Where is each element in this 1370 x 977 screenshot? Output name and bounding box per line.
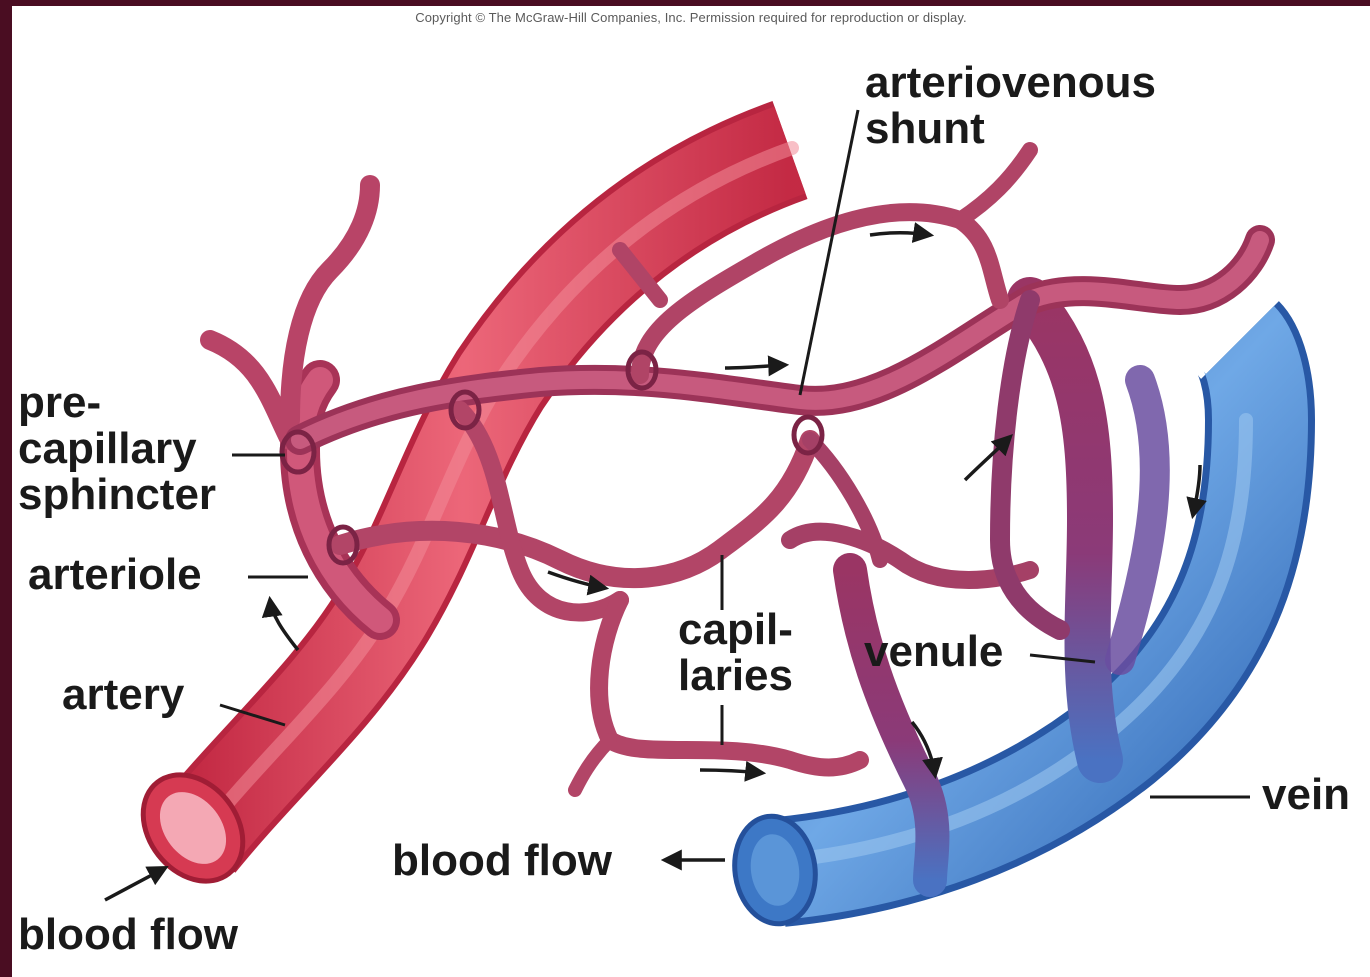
arrow-icon <box>105 868 165 900</box>
label-artery: artery <box>62 672 184 718</box>
label-vein: vein <box>1262 772 1350 818</box>
label-line: pre- <box>18 380 216 426</box>
label-line: capillary <box>18 426 216 472</box>
arrow-icon <box>700 770 762 773</box>
arrow-icon <box>270 600 298 650</box>
label-line: laries <box>678 653 793 699</box>
label-line: sphincter <box>18 472 216 518</box>
label-venule: venule <box>864 629 1003 675</box>
label-precapillary-sphincter: pre- capillary sphincter <box>18 380 216 518</box>
label-arteriole: arteriole <box>28 552 202 598</box>
label-line: shunt <box>865 106 1156 152</box>
label-arteriovenous-shunt: arteriovenous shunt <box>865 60 1156 152</box>
label-line: capil- <box>678 607 793 653</box>
label-capillaries: capil- laries <box>678 607 793 699</box>
label-line: arteriovenous <box>865 60 1156 106</box>
label-blood-flow-middle: blood flow <box>392 838 612 884</box>
arrow-icon <box>725 365 785 368</box>
arrow-icon <box>870 233 930 235</box>
label-blood-flow-bottom: blood flow <box>18 912 238 958</box>
